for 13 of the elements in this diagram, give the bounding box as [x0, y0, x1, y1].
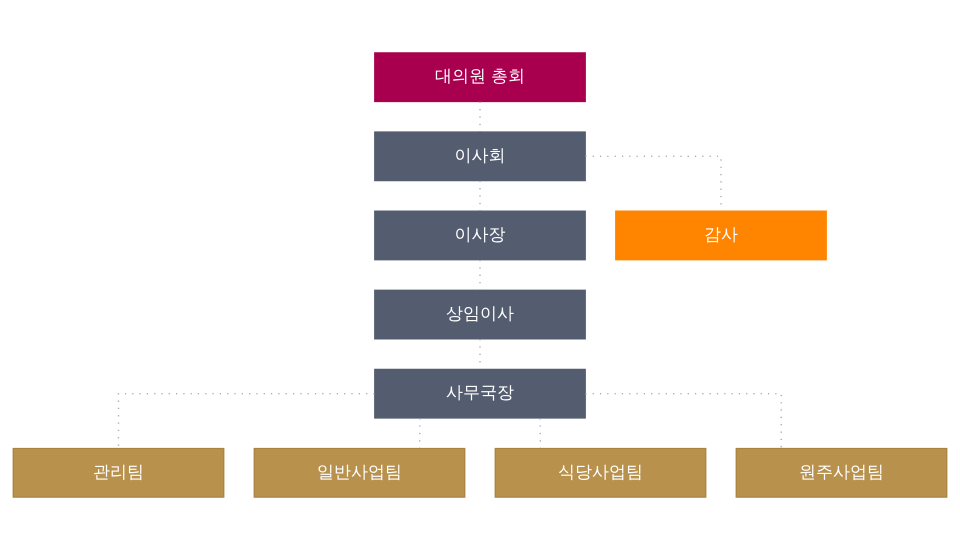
node-box: 원주사업팀: [736, 448, 948, 498]
node-box: 사무국장: [374, 368, 586, 419]
connector: [585, 156, 722, 211]
connector: [585, 392, 782, 448]
node-box: 대의원 총회: [374, 52, 586, 102]
node-box: 식당사업팀: [494, 448, 706, 498]
node-box: 일반사업팀: [254, 448, 466, 498]
node-box: 관리팀: [12, 448, 224, 498]
node-box: 감사: [615, 210, 827, 260]
node-box: 이사회: [374, 131, 586, 182]
node-box: 상임이사: [374, 290, 586, 340]
node-box: 이사장: [374, 210, 586, 260]
connector: [118, 392, 374, 448]
